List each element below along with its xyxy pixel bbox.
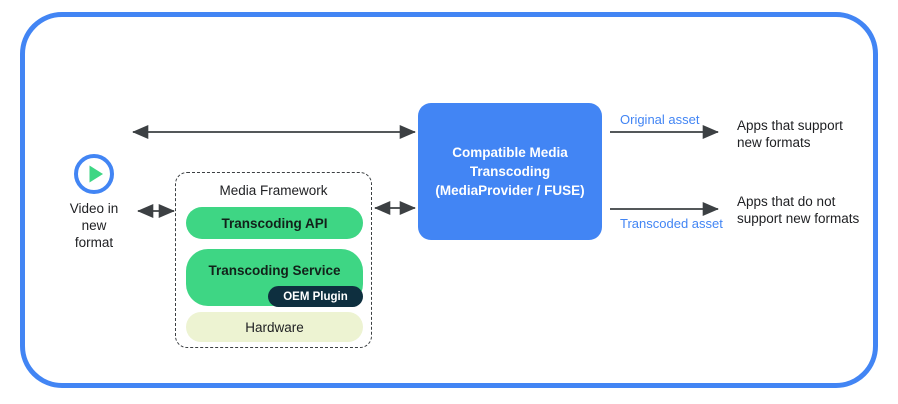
oem-plugin-label: OEM Plugin	[283, 290, 348, 303]
cmt-box-line2: Transcoding	[469, 164, 551, 179]
apps-support-line1: Apps that support	[737, 118, 843, 133]
apps-support-new-formats-label: Apps that support new formats	[737, 117, 843, 151]
media-framework-title: Media Framework	[219, 183, 328, 198]
hardware-box[interactable]: Hardware	[186, 312, 363, 342]
original-asset-label: Original asset	[620, 112, 700, 127]
apps-nosupport-line2: support new formats	[737, 211, 860, 226]
transcoding-api-box[interactable]: Transcoding API	[186, 207, 363, 239]
hardware-label: Hardware	[245, 319, 304, 335]
transcoding-api-label: Transcoding API	[221, 215, 328, 231]
video-source-label-line3: format	[74, 235, 114, 250]
compatible-media-transcoding-box[interactable]: Compatible Media Transcoding (MediaProvi…	[418, 103, 602, 240]
video-source-label: Video in new format	[44, 200, 144, 251]
media-framework-group: Media Framework Transcoding API Transcod…	[175, 172, 372, 348]
cmt-box-text: Compatible Media Transcoding (MediaProvi…	[435, 143, 584, 200]
transcoded-asset-label: Transcoded asset	[620, 216, 723, 231]
apps-nosupport-line1: Apps that do not	[737, 194, 836, 209]
cmt-box-line3: (MediaProvider / FUSE)	[435, 183, 585, 198]
play-circle-icon	[74, 154, 114, 194]
cmt-box-line1: Compatible Media	[452, 145, 568, 160]
apps-support-line2: new formats	[737, 135, 811, 150]
video-source-label-line2: new	[81, 218, 107, 233]
apps-no-support-new-formats-label: Apps that do not support new formats	[737, 193, 859, 227]
transcoding-service-label: Transcoding Service	[208, 263, 341, 278]
outer-frame	[20, 12, 878, 388]
oem-plugin-badge[interactable]: OEM Plugin	[268, 286, 363, 307]
video-source-label-line1: Video in	[69, 201, 119, 216]
